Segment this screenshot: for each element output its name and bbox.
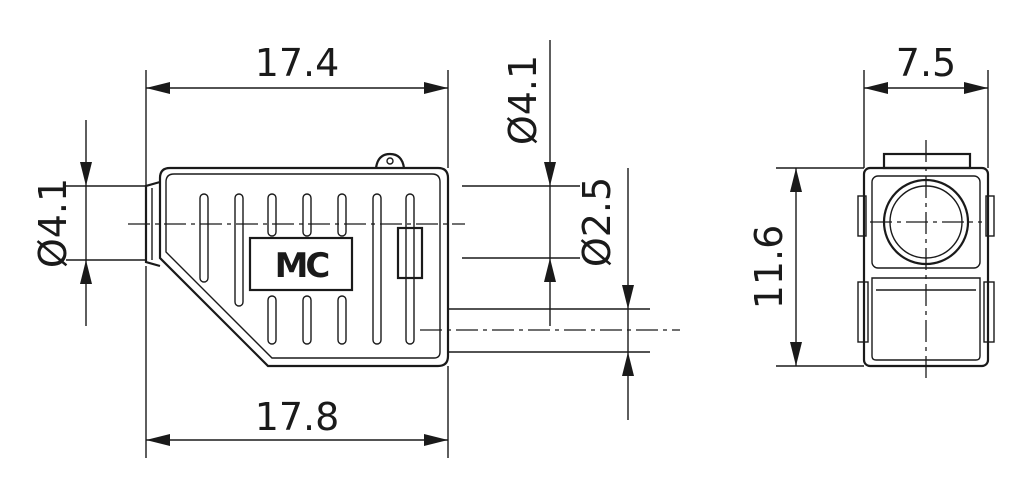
top-tab-hole	[386, 157, 394, 165]
top-tab	[374, 152, 406, 169]
grip-slot	[372, 193, 382, 345]
arrowhead	[622, 352, 634, 376]
slider-window	[396, 226, 424, 280]
grip-slot	[302, 193, 312, 237]
grip-slot	[302, 295, 312, 345]
grip-slots-lower	[267, 295, 347, 345]
side-clip-left-lower	[857, 281, 869, 343]
arrowhead	[424, 82, 448, 94]
grip-slot	[199, 193, 209, 283]
dim-side-height: 11.6	[747, 167, 864, 367]
arrowhead	[544, 258, 556, 282]
arrowhead	[622, 285, 634, 309]
dim-label-top-length: 17.4	[255, 41, 340, 85]
dim-label-left-diameter: Ø4.1	[31, 178, 75, 268]
slider-slot	[405, 193, 415, 345]
side-lower-body	[871, 277, 981, 361]
connector-housing-inner	[165, 173, 441, 359]
grip-slot	[267, 193, 277, 237]
arrowhead	[864, 82, 888, 94]
side-clip-right-upper	[985, 195, 995, 237]
arrowhead	[80, 162, 92, 186]
logo-box	[248, 236, 354, 292]
side-view	[857, 140, 995, 380]
dim-label-bottom-length: 17.8	[255, 395, 340, 439]
dim-side-width: 7.5	[863, 41, 989, 168]
cable	[420, 308, 680, 353]
grip-slot	[234, 193, 244, 307]
arrowhead	[790, 342, 802, 366]
dim-label-side-height: 11.6	[747, 225, 791, 310]
arrowhead	[424, 434, 448, 446]
dim-right-top-diameter: Ø4.1	[462, 40, 580, 326]
dim-top-length: 17.4	[145, 41, 449, 186]
arrowhead	[80, 260, 92, 284]
arrowhead	[146, 434, 170, 446]
grip-slots-upper	[199, 193, 382, 345]
grip-slot	[267, 295, 277, 345]
arrowhead	[790, 168, 802, 192]
dim-label-cable-diameter: Ø2.5	[575, 177, 619, 267]
logo-text: MC	[275, 246, 329, 286]
side-clip-left-upper	[857, 195, 867, 237]
dim-label-right-top-diameter: Ø4.1	[501, 55, 545, 145]
side-top-cap	[882, 152, 972, 170]
arrowhead	[964, 82, 988, 94]
connector-housing-outline	[158, 166, 450, 368]
arrowhead	[146, 82, 170, 94]
dim-bottom-length: 17.8	[145, 266, 449, 458]
grip-slot	[337, 295, 347, 345]
side-clip-right-lower	[983, 281, 995, 343]
dim-cable-diameter: Ø2.5	[575, 168, 634, 420]
arrowhead	[544, 162, 556, 186]
front-view: MC	[128, 152, 465, 368]
dim-label-side-width: 7.5	[896, 41, 956, 85]
grip-slot	[337, 193, 347, 237]
dim-left-diameter: Ø4.1	[31, 120, 146, 326]
